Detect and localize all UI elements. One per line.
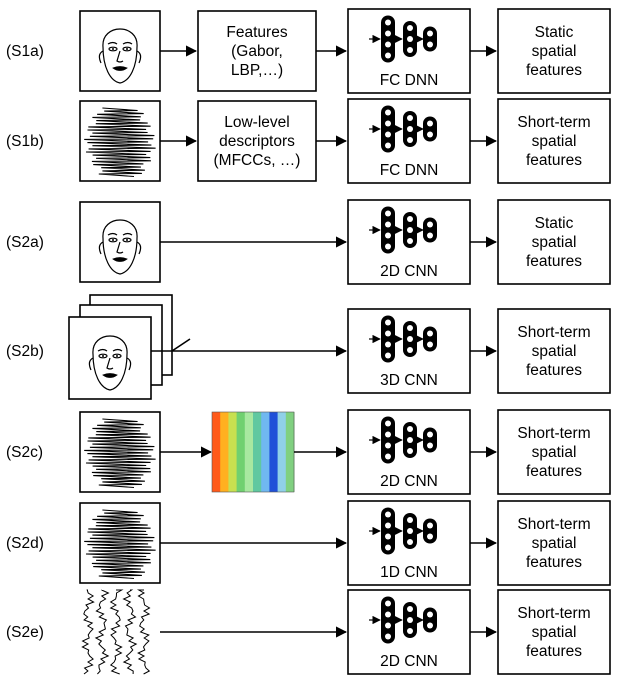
- feature-box: [197, 100, 317, 182]
- feature-label: LBP,…): [231, 62, 283, 79]
- output-box: [497, 98, 611, 184]
- feature-label: Low-level: [224, 114, 289, 131]
- output-box: [497, 589, 611, 675]
- network-label: 2D CNN: [380, 263, 438, 280]
- neural-network-icon: [369, 15, 437, 63]
- face-icon: [88, 335, 132, 391]
- row-label: (S2d): [6, 535, 44, 552]
- output-label: spatial: [532, 535, 577, 552]
- multichannel-signal-icon: [81, 589, 151, 675]
- feature-label: Features: [226, 24, 287, 41]
- output-label: Short-term: [517, 425, 590, 442]
- neural-network-icon: [369, 206, 437, 254]
- network-label: 3D CNN: [380, 372, 438, 389]
- feature-label: (Gabor,: [231, 43, 283, 60]
- network-label: FC DNN: [380, 162, 439, 179]
- output-label: spatial: [532, 133, 577, 150]
- face-icon: [98, 219, 142, 275]
- output-box: [497, 8, 611, 94]
- row-label: (S2b): [6, 343, 44, 360]
- output-label: Static: [535, 24, 574, 41]
- row-s1b: (S1b) Low-level descriptors (MFCCs, …) FC DN…: [6, 98, 611, 184]
- spectrogram-image: [211, 411, 295, 493]
- row-label: (S2e): [6, 624, 44, 641]
- row-label: (S1a): [6, 43, 44, 60]
- row-s2b: (S2b) 3D CNN Short-term spatial features: [6, 294, 611, 400]
- neural-network-icon: [369, 507, 437, 555]
- output-label: spatial: [532, 343, 577, 360]
- waveform-icon: [84, 509, 156, 580]
- output-label: features: [526, 554, 582, 571]
- waveform-icon: [84, 107, 156, 178]
- network-label: 2D CNN: [380, 473, 438, 490]
- feature-label: descriptors: [219, 133, 295, 150]
- output-label: Short-term: [517, 605, 590, 622]
- output-label: spatial: [532, 234, 577, 251]
- face-icon: [98, 28, 142, 84]
- output-label: Short-term: [517, 324, 590, 341]
- feature-label: (MFCCs, …): [214, 152, 301, 169]
- row-label: (S2a): [6, 234, 44, 251]
- output-label: features: [526, 463, 582, 480]
- output-label: features: [526, 643, 582, 660]
- output-box: [497, 199, 611, 285]
- output-label: Short-term: [517, 114, 590, 131]
- neural-network-icon: [369, 596, 437, 644]
- neural-network-icon: [369, 315, 437, 363]
- row-s2c: (S2c) 2D CNN Short-term spatial features: [6, 409, 611, 495]
- output-label: features: [526, 253, 582, 270]
- output-label: spatial: [532, 624, 577, 641]
- output-box: [497, 500, 611, 586]
- network-label: FC DNN: [380, 72, 439, 89]
- feature-box: [197, 10, 317, 92]
- row-label: (S1b): [6, 133, 44, 150]
- output-label: features: [526, 362, 582, 379]
- network-label: 2D CNN: [380, 653, 438, 670]
- neural-network-icon: [369, 105, 437, 153]
- row-s2d: (S2d) 1D CNN Short-term spatial features: [6, 500, 611, 586]
- network-label: 1D CNN: [380, 564, 438, 581]
- output-label: Static: [535, 215, 574, 232]
- volume-edge: [151, 338, 191, 352]
- row-s1a: (S1a) Features (Gabor, LBP,…) FC DNN Static sp…: [6, 8, 611, 94]
- output-label: features: [526, 152, 582, 169]
- neural-network-icon: [369, 416, 437, 464]
- output-label: spatial: [532, 43, 577, 60]
- output-box: [497, 308, 611, 394]
- output-box: [497, 409, 611, 495]
- row-label: (S2c): [6, 444, 43, 461]
- row-s2a: (S2a) 2D CNN Static spatial features: [6, 199, 611, 285]
- waveform-icon: [84, 418, 156, 489]
- output-label: spatial: [532, 444, 577, 461]
- output-label: features: [526, 62, 582, 79]
- row-s2e: (S2e) 2D CNN Short-term spatial features: [6, 589, 611, 675]
- output-label: Short-term: [517, 516, 590, 533]
